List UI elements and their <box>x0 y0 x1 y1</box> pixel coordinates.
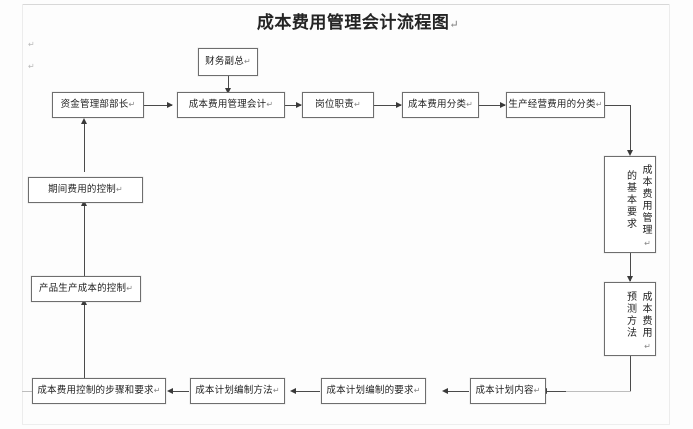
edge-fund-head-to-accounting-line <box>143 105 172 106</box>
node-cost-mgmt-accounting-tail: ↵ <box>266 100 274 110</box>
node-forecast-methods-label: 成本费用预测方法 <box>624 290 652 339</box>
node-job-duties-tail: ↵ <box>353 100 361 110</box>
edge-forecast-to-plan-v <box>630 356 631 391</box>
page-title: 成本费用管理会计流程图↵ <box>238 8 478 33</box>
node-control-steps[interactable]: 成本费用控制的步骤和要求↵ <box>32 378 166 404</box>
edge-basic-to-forecast-arrow <box>626 276 633 282</box>
node-plan-requirements-label: 成本计划编制的要求 <box>326 384 414 396</box>
node-plan-methods-tail: ↵ <box>272 386 280 396</box>
edge-accounting-to-duties-arrow <box>296 101 302 108</box>
edge-classification-to-operating-arrow <box>500 101 506 108</box>
node-cost-classification[interactable]: 成本费用分类↵ <box>402 92 479 118</box>
edge-classification-to-operating-line <box>479 105 505 106</box>
edge-fund-head-to-accounting-arrow <box>167 101 173 108</box>
edge-duties-to-classification-arrow <box>396 101 402 108</box>
node-operating-cost-classification[interactable]: 生产经营费用的分类↵ <box>506 92 605 118</box>
edge-methods-to-control-arrow <box>167 387 173 394</box>
page-edge-right <box>669 4 670 425</box>
node-basic-requirements-tail: ↵ <box>643 239 652 248</box>
page-edge-bottom <box>22 424 670 425</box>
node-cost-classification-tail: ↵ <box>466 100 474 110</box>
node-basic-requirements-label: 成本费用管理的基本要求 <box>624 164 652 236</box>
edge-requirements-to-methods-arrow <box>290 387 296 394</box>
node-plan-content-label: 成本计划内容 <box>475 384 534 396</box>
edge-content-to-requirements-arrow <box>442 387 448 394</box>
edge-control-to-product-line <box>84 302 85 378</box>
edge-finance-vp-to-accounting-line <box>228 76 229 93</box>
node-control-steps-label: 成本费用控制的步骤和要求 <box>37 384 154 396</box>
margin-mark-2: ↵ <box>28 62 35 71</box>
node-job-duties-label: 岗位职责 <box>315 98 354 110</box>
edge-product-to-period-line <box>84 203 85 276</box>
node-job-duties[interactable]: 岗位职责↵ <box>302 92 374 118</box>
edge-period-to-fund-head-line <box>84 121 85 172</box>
edge-duties-to-classification-line <box>374 105 401 106</box>
node-plan-requirements-tail: ↵ <box>413 386 421 396</box>
margin-mark-1: ↵ <box>28 40 35 49</box>
node-cost-mgmt-accounting[interactable]: 成本费用管理会计↵ <box>177 92 285 118</box>
node-cost-classification-label: 成本费用分类 <box>407 98 467 110</box>
node-finance-vp[interactable]: 财务副总↵ <box>198 48 258 76</box>
node-product-cost-control[interactable]: 产品生产成本的控制↵ <box>31 276 141 302</box>
page-title-text: 成本费用管理会计流程图 <box>256 13 450 33</box>
node-forecast-methods-tail: ↵ <box>643 342 652 351</box>
node-cost-mgmt-accounting-label: 成本费用管理会计 <box>188 98 267 110</box>
page-edge-top <box>22 4 670 5</box>
node-plan-requirements[interactable]: 成本计划编制的要求↵ <box>321 378 426 404</box>
edge-control-to-product-arrow <box>80 299 87 305</box>
node-plan-content[interactable]: 成本计划内容↵ <box>470 378 546 404</box>
edge-forecast-to-plan-h <box>546 391 566 392</box>
node-finance-vp-tail: ↵ <box>243 57 251 67</box>
edge-product-to-period-arrow <box>80 200 87 206</box>
node-period-expense-control-tail: ↵ <box>116 185 123 195</box>
node-plan-content-tail: ↵ <box>533 386 541 396</box>
node-fund-dept-head-tail: ↵ <box>128 100 136 110</box>
node-period-expense-control-label: 期间费用的控制 <box>48 183 116 195</box>
node-product-cost-control-tail: ↵ <box>126 284 134 294</box>
edge-operating-to-basic-h <box>605 105 631 106</box>
edge-finance-vp-to-accounting-arrow <box>224 88 231 94</box>
edge-basic-to-forecast-line <box>630 253 631 281</box>
edge-control-left-stub <box>22 391 34 392</box>
node-forecast-methods[interactable]: 成本费用预测方法 ↵ <box>604 282 656 356</box>
edge-requirements-to-methods-line <box>295 391 320 392</box>
node-control-steps-tail: ↵ <box>153 386 161 396</box>
node-finance-vp-label: 财务副总 <box>205 55 244 67</box>
page-title-tail: ↵ <box>449 18 460 31</box>
edge-operating-to-basic-arrow <box>626 150 633 156</box>
edge-accounting-to-duties-line <box>285 105 301 106</box>
node-fund-dept-head-label: 资金管理部部长 <box>60 98 129 110</box>
edge-period-to-fund-head-arrow <box>80 118 87 124</box>
edge-content-to-requirements-line <box>447 391 469 392</box>
node-period-expense-control[interactable]: 期间费用的控制↵ <box>28 177 143 203</box>
page-edge-left <box>22 4 23 425</box>
edge-operating-to-basic-v <box>630 105 631 153</box>
node-operating-cost-classification-tail: ↵ <box>595 100 603 110</box>
node-plan-methods-label: 成本计划编制方法 <box>195 384 273 396</box>
node-plan-methods[interactable]: 成本计划编制方法↵ <box>190 378 285 404</box>
node-operating-cost-classification-label: 生产经营费用的分类 <box>508 98 596 110</box>
node-basic-requirements[interactable]: 成本费用管理的基本要求 ↵ <box>604 156 656 253</box>
edge-forecast-to-plan-h-faint <box>560 391 631 392</box>
node-fund-dept-head[interactable]: 资金管理部部长↵ <box>52 92 144 118</box>
node-product-cost-control-label: 产品生产成本的控制 <box>38 282 127 294</box>
edge-methods-to-control-line <box>172 391 189 392</box>
